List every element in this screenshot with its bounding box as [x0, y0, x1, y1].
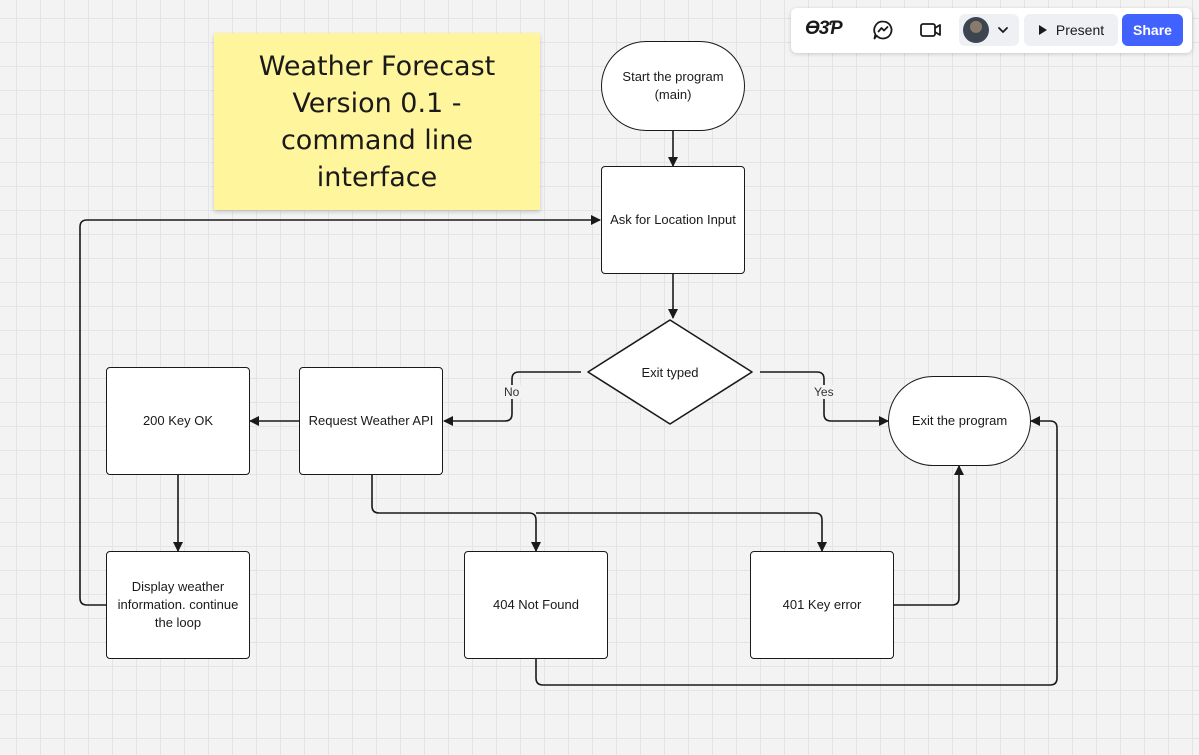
user-menu[interactable]	[959, 14, 1019, 46]
present-button[interactable]: Present	[1024, 14, 1118, 46]
display-info-label: Display weather information. continue th…	[117, 579, 239, 630]
request-api-process[interactable]: Request Weather API	[299, 367, 443, 475]
edge-display-loop-back	[79, 215, 601, 606]
key-error-process[interactable]: 401 Key error	[750, 551, 894, 659]
play-icon	[1038, 25, 1047, 35]
share-button[interactable]: Share	[1122, 14, 1183, 46]
request-api-label: Request Weather API	[308, 413, 434, 428]
edge-401-to-exit	[894, 465, 964, 606]
title-sticky-note[interactable]: Weather Forecast Version 0.1 - command l…	[214, 33, 540, 210]
display-info-process[interactable]: Display weather information. continue th…	[106, 551, 250, 659]
chevron-down-icon	[995, 22, 1011, 38]
edge-label-no: No	[502, 385, 522, 399]
exit-typed-diamond	[587, 319, 753, 425]
edge-request-to-404	[371, 475, 541, 552]
edge-404-to-exit	[535, 416, 1058, 686]
exit-program-terminal[interactable]: Exit the program	[888, 376, 1031, 466]
present-label: Present	[1055, 22, 1105, 38]
sticky-note-text: Weather Forecast Version 0.1 - command l…	[258, 50, 496, 193]
key-ok-process[interactable]: 200 Key OK	[106, 367, 250, 475]
not-found-label: 404 Not Found	[492, 597, 579, 612]
key-error-label: 401 Key error	[782, 597, 862, 612]
exit-typed-decision[interactable]: Exit typed	[590, 320, 750, 424]
user-avatar	[963, 17, 989, 43]
ask-location-label: Ask for Location Input	[610, 212, 736, 227]
exit-program-label: Exit the program	[911, 413, 1008, 428]
chat-bubble-icon[interactable]	[871, 18, 895, 42]
start-terminal[interactable]: Start the program (main)	[601, 41, 745, 131]
exit-typed-label: Exit typed	[641, 364, 699, 380]
ask-location-process[interactable]: Ask for Location Input	[601, 166, 745, 274]
edge-request-to-401	[536, 512, 827, 552]
edge-label-yes: Yes	[812, 385, 836, 399]
video-camera-icon[interactable]	[918, 18, 944, 42]
start-label: Start the program (main)	[622, 69, 724, 102]
not-found-process[interactable]: 404 Not Found	[464, 551, 608, 659]
board-logo-icon[interactable]: Ɵ3Ƥ	[805, 18, 842, 39]
share-label: Share	[1133, 22, 1172, 38]
board-toolbar: Ɵ3Ƥ Present Share	[791, 8, 1192, 53]
key-ok-label: 200 Key OK	[142, 413, 214, 428]
